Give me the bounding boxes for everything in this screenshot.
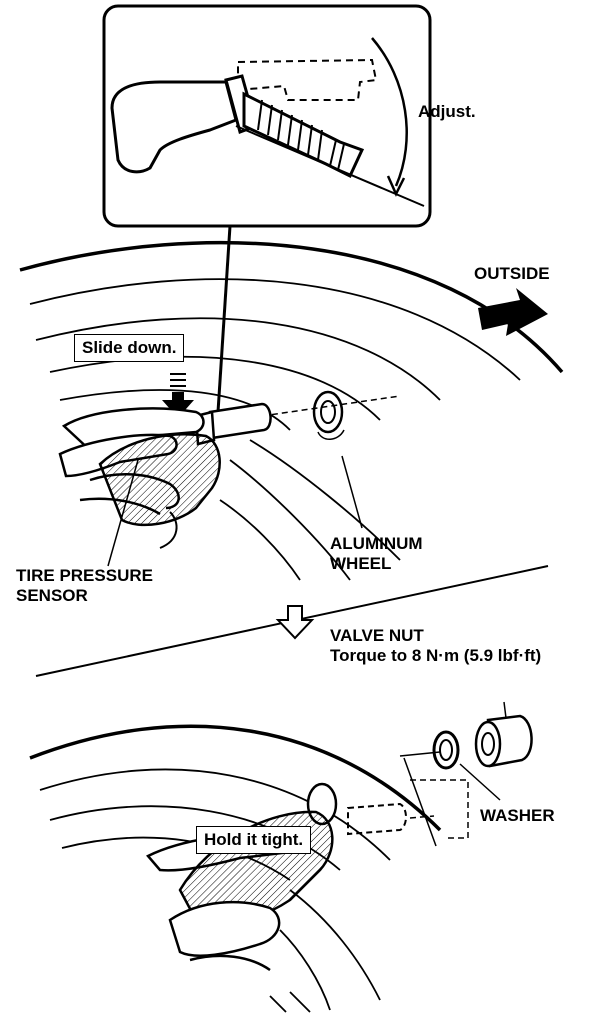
dashed-valve-position xyxy=(237,58,378,101)
tire-pressure-line2: SENSOR xyxy=(16,585,88,605)
adjust-arc-arrow xyxy=(371,37,408,187)
valve-nut-label: VALVE NUT Torque to 8 N·m (5.9 lbf·ft) xyxy=(330,626,541,665)
valve-nut-title: VALVE NUT xyxy=(330,626,424,645)
washer-leader-line xyxy=(459,763,501,801)
aluminum-wheel-line2: WHEEL xyxy=(330,553,392,573)
valve-nut-part xyxy=(474,714,533,768)
valve-stem-upper xyxy=(208,402,272,440)
nut-axis-line xyxy=(399,751,441,757)
hold-tight-callout: Hold it tight. xyxy=(196,826,312,854)
nut-leader-line xyxy=(503,701,507,719)
washer-label: WASHER xyxy=(480,806,555,825)
dashed-valve-stem-lower xyxy=(347,802,407,836)
tire-pressure-sensor-label: TIRE PRESSURE SENSOR xyxy=(16,566,153,605)
aluminum-wheel-label: ALUMINUM WHEEL xyxy=(330,534,423,573)
slide-down-callout: Slide down. xyxy=(74,334,185,362)
valve-hole xyxy=(312,390,345,440)
aluminum-wheel-line1: ALUMINUM xyxy=(330,534,423,553)
tire-pressure-line1: TIRE PRESSURE xyxy=(16,566,153,585)
washer-nut-leader xyxy=(403,757,437,847)
outside-label: OUTSIDE xyxy=(474,264,550,283)
hollow-arrow-down-icon xyxy=(275,605,315,640)
insertion-path-upper xyxy=(261,395,401,417)
hand-with-sensor-lower xyxy=(146,782,338,972)
slide-down-arrow-icon xyxy=(162,373,194,418)
wheel-leader-line xyxy=(341,455,363,529)
sensor-body-detail xyxy=(110,80,238,174)
reference-line xyxy=(235,125,425,207)
washer-part xyxy=(432,730,460,770)
upper-wheel-arcs xyxy=(19,240,564,581)
bold-arrow-right-icon xyxy=(478,288,548,336)
lower-wheel-arcs xyxy=(29,724,442,1013)
adjust-label: Adjust. xyxy=(418,102,476,121)
valve-nut-torque: Torque to 8 N·m (5.9 lbf·ft) xyxy=(330,645,542,665)
detail-inset xyxy=(102,4,432,228)
valve-threads xyxy=(257,99,345,171)
hand-with-sensor-upper xyxy=(58,407,221,549)
sensor-leader-line xyxy=(107,459,139,567)
